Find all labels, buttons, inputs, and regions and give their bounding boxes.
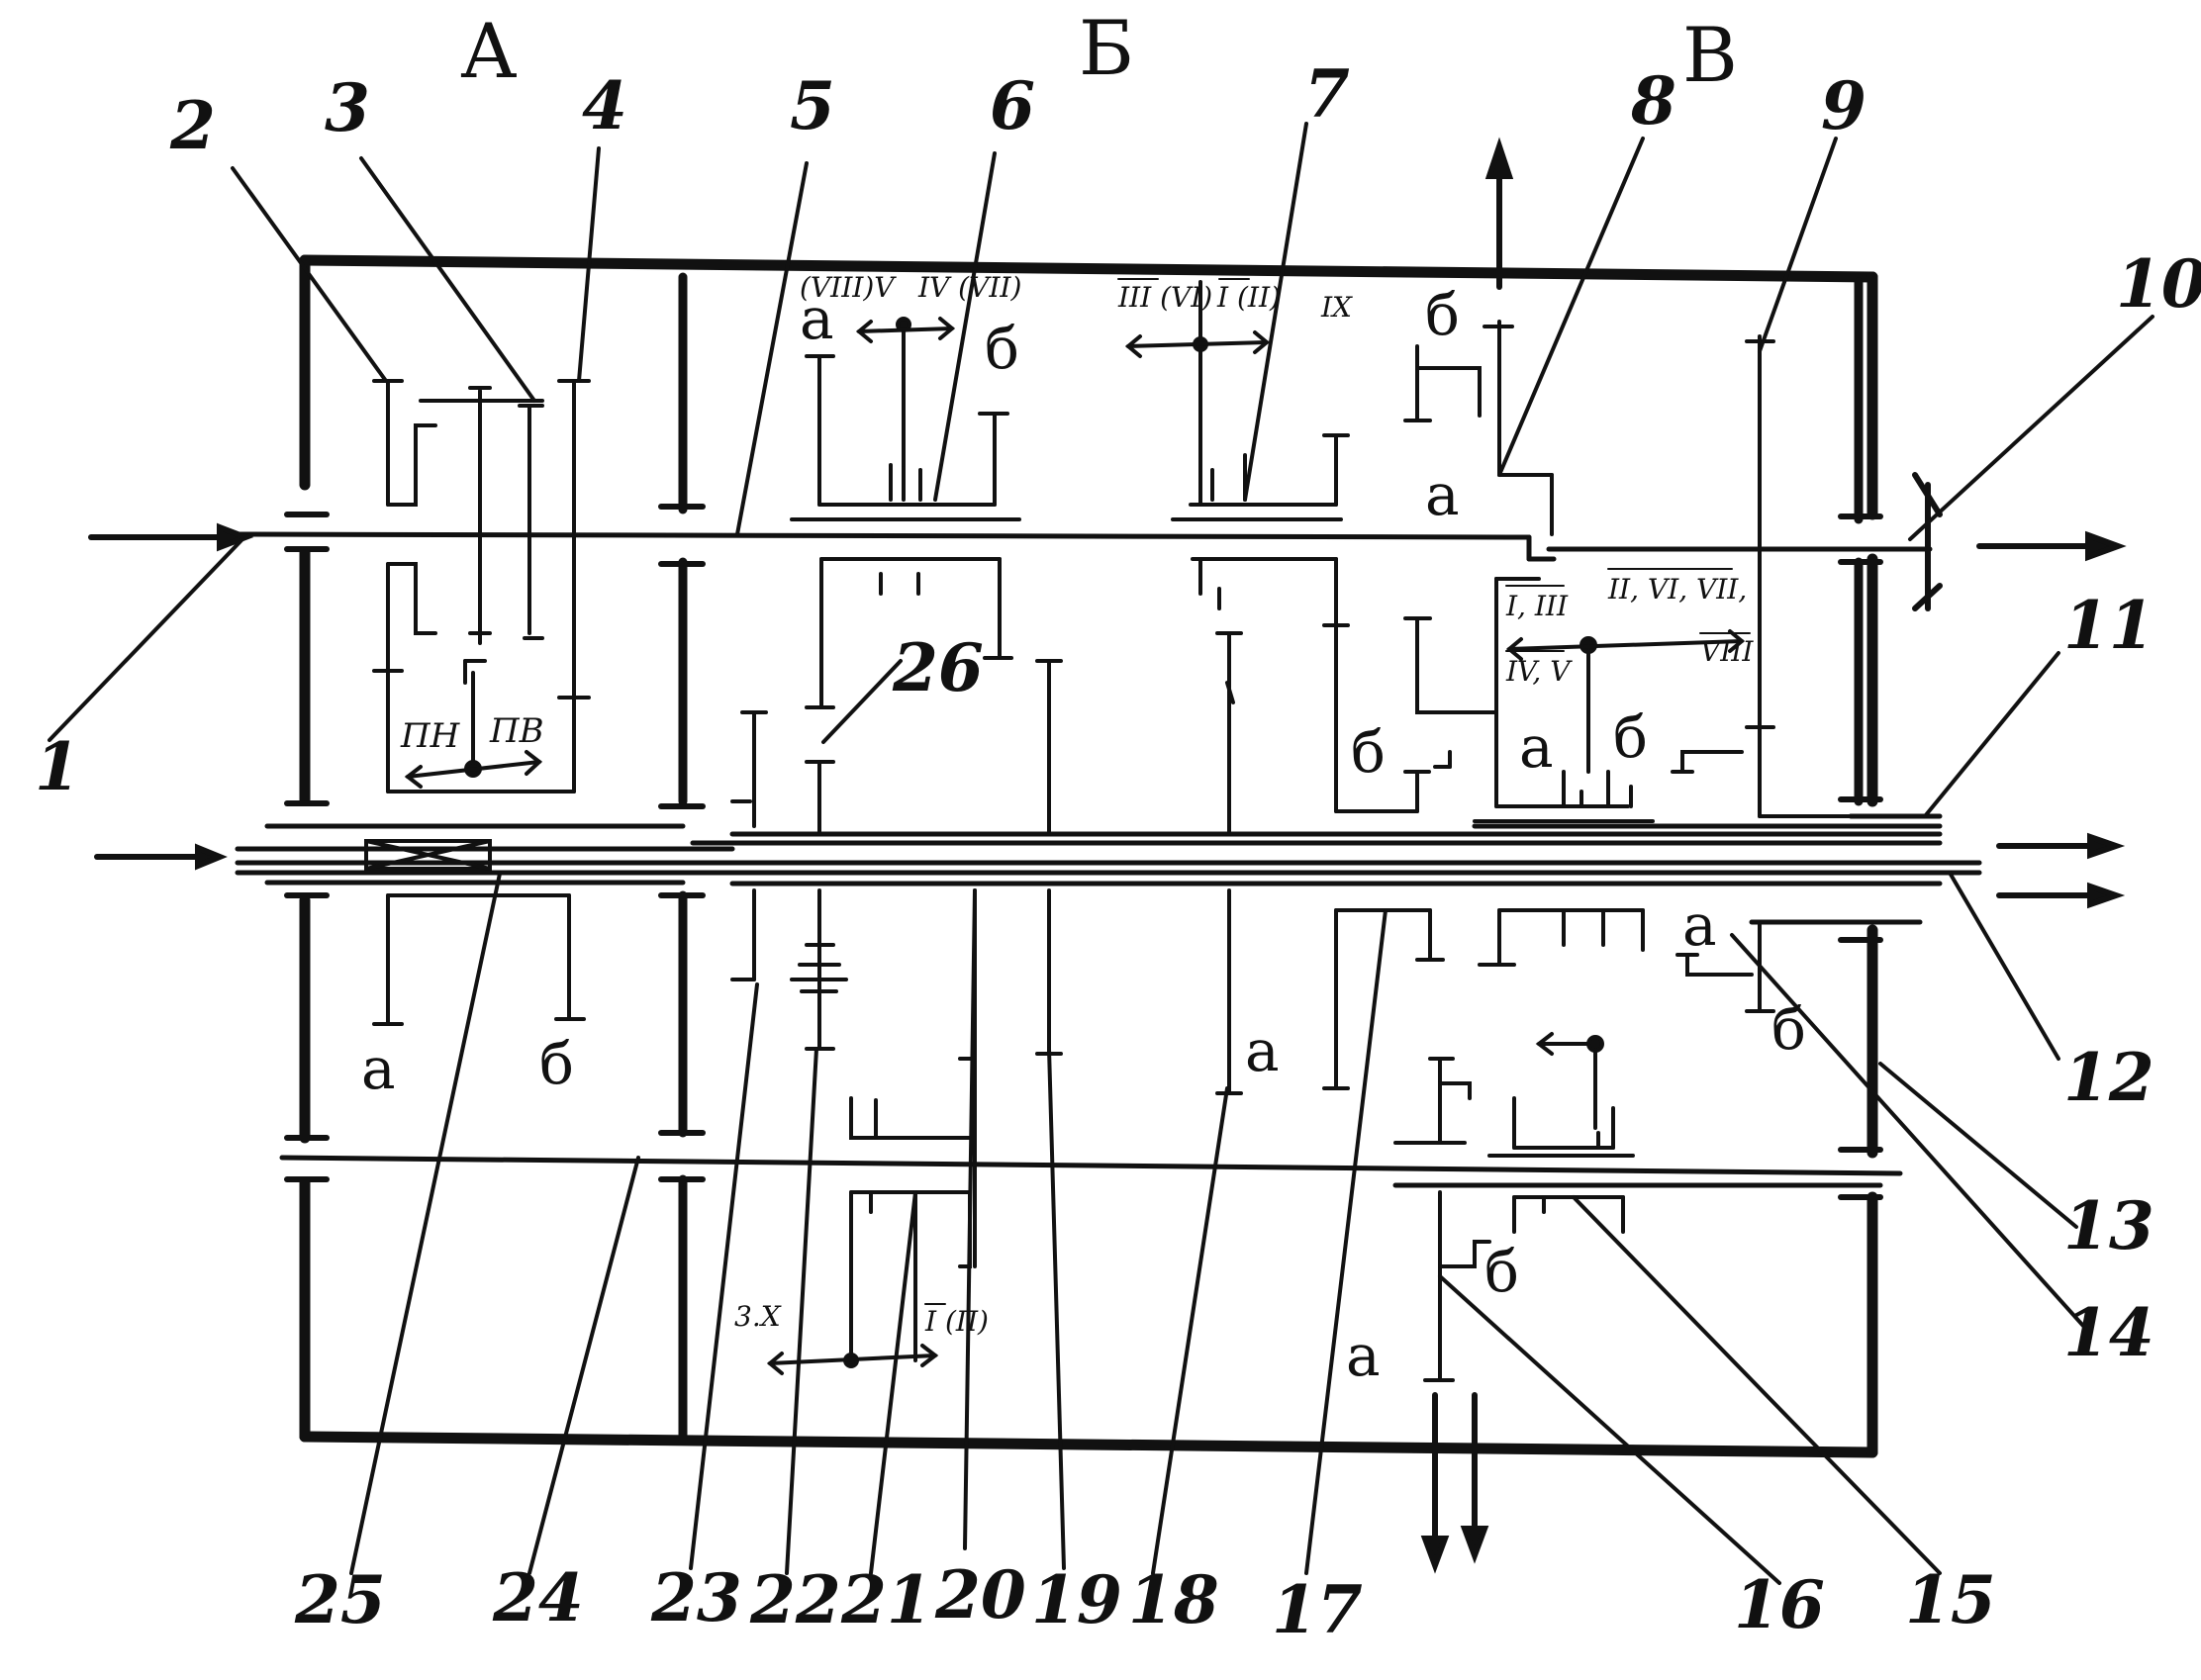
housing-frame <box>299 254 1878 1458</box>
clutch-letter-a-8: а <box>1425 461 1460 528</box>
input-shaft <box>235 531 1933 562</box>
callout-21: 21 <box>840 1561 932 1638</box>
shift-fork-6 <box>855 317 956 467</box>
fork8-left-bottom-label: IV, V <box>1505 655 1573 688</box>
callout-12: 12 <box>2063 1039 2154 1116</box>
callout-2: 2 <box>169 87 216 164</box>
fork8-left-top-label: I, III <box>1505 590 1569 622</box>
callout-26: 26 <box>892 629 984 706</box>
callout-8: 8 <box>1630 62 1676 140</box>
section-b-gears <box>730 280 1445 1362</box>
internal-partitions <box>678 272 1864 1445</box>
fork6-left-label: (VIII)V <box>800 271 897 304</box>
output-flange <box>1912 472 1943 611</box>
callout-3: 3 <box>325 69 370 146</box>
clutch-letter-b-13: б <box>1771 995 1806 1063</box>
countershaft <box>279 1155 1903 1188</box>
callout-24: 24 <box>492 1559 584 1636</box>
callout-13: 13 <box>2063 1187 2154 1264</box>
fork7-mid-label: I (II) <box>1216 281 1281 314</box>
flow-arrows <box>88 137 2127 1574</box>
callout-1: 1 <box>35 728 80 805</box>
clutch-letter-b-range: б <box>539 1030 574 1097</box>
callout-9: 9 <box>1821 67 1866 144</box>
shift-fork-21 <box>766 1344 939 1375</box>
callout-17: 17 <box>1272 1571 1363 1648</box>
section-label-a: А <box>460 7 518 95</box>
shift-fork-lower <box>1535 1032 1604 1130</box>
shift-fork-7 <box>1124 330 1271 472</box>
range-coupling <box>364 839 492 871</box>
range-shift-fork <box>404 671 543 789</box>
shift-fork-8 <box>1505 629 1746 774</box>
fork21-left-label: 3.X <box>734 1300 782 1333</box>
label-overlines <box>924 278 1751 1305</box>
clutch-letter-b-17: б <box>1351 718 1386 786</box>
clutch-letter-a-16: а <box>1346 1322 1381 1389</box>
bearings <box>284 504 1883 1200</box>
callout-5: 5 <box>790 67 835 144</box>
clutch-letter-a-13: а <box>1682 891 1717 959</box>
section-v-gears <box>1393 320 1882 1382</box>
fork8-right-top-label: II, VI, VII, <box>1607 573 1747 606</box>
leader-lines <box>48 122 2154 1585</box>
callout-23: 23 <box>650 1559 742 1636</box>
callout-4: 4 <box>582 67 627 144</box>
clutch-letter-b-v: б <box>1613 703 1648 771</box>
callout-14: 14 <box>2063 1294 2154 1371</box>
main-shaft-tubes <box>235 813 1982 925</box>
callout-15: 15 <box>1905 1561 1996 1638</box>
clutch-letter-b-8: б <box>1425 281 1460 348</box>
section-label-b: Б <box>1079 4 1134 92</box>
clutch-letter-a-range: а <box>361 1035 396 1102</box>
fork21-right-label: I (II) <box>924 1305 989 1338</box>
range-high-label: ПВ <box>489 711 544 751</box>
callout-10: 10 <box>2116 245 2201 323</box>
callout-7: 7 <box>1304 55 1350 133</box>
clutch-letter-a-6: а <box>800 285 834 352</box>
callout-11: 11 <box>2063 587 2154 664</box>
clutch-letter-b-6: б <box>985 315 1019 382</box>
fork7-left-label: III (VI) <box>1117 281 1212 314</box>
callout-22: 22 <box>749 1561 841 1638</box>
clutch-letter-a-18: а <box>1245 1017 1280 1084</box>
callout-19: 19 <box>1031 1561 1122 1638</box>
callout-16: 16 <box>1734 1566 1825 1643</box>
fork7-right-label: IX <box>1320 291 1353 324</box>
section-label-v: В <box>1682 11 1738 99</box>
range-low-label: ПН <box>400 716 461 756</box>
callout-20: 20 <box>934 1556 1026 1633</box>
callout-6: 6 <box>990 67 1035 144</box>
clutch-letter-b-15: б <box>1484 1238 1519 1305</box>
callout-18: 18 <box>1128 1561 1219 1638</box>
clutch-letter-a-v: а <box>1519 713 1554 781</box>
callout-25: 25 <box>294 1561 386 1638</box>
section-a-gears <box>372 379 591 1026</box>
fork6-right-label: IV (VII) <box>917 271 1021 304</box>
fork8-right-bottom-label: VIII <box>1700 635 1754 668</box>
